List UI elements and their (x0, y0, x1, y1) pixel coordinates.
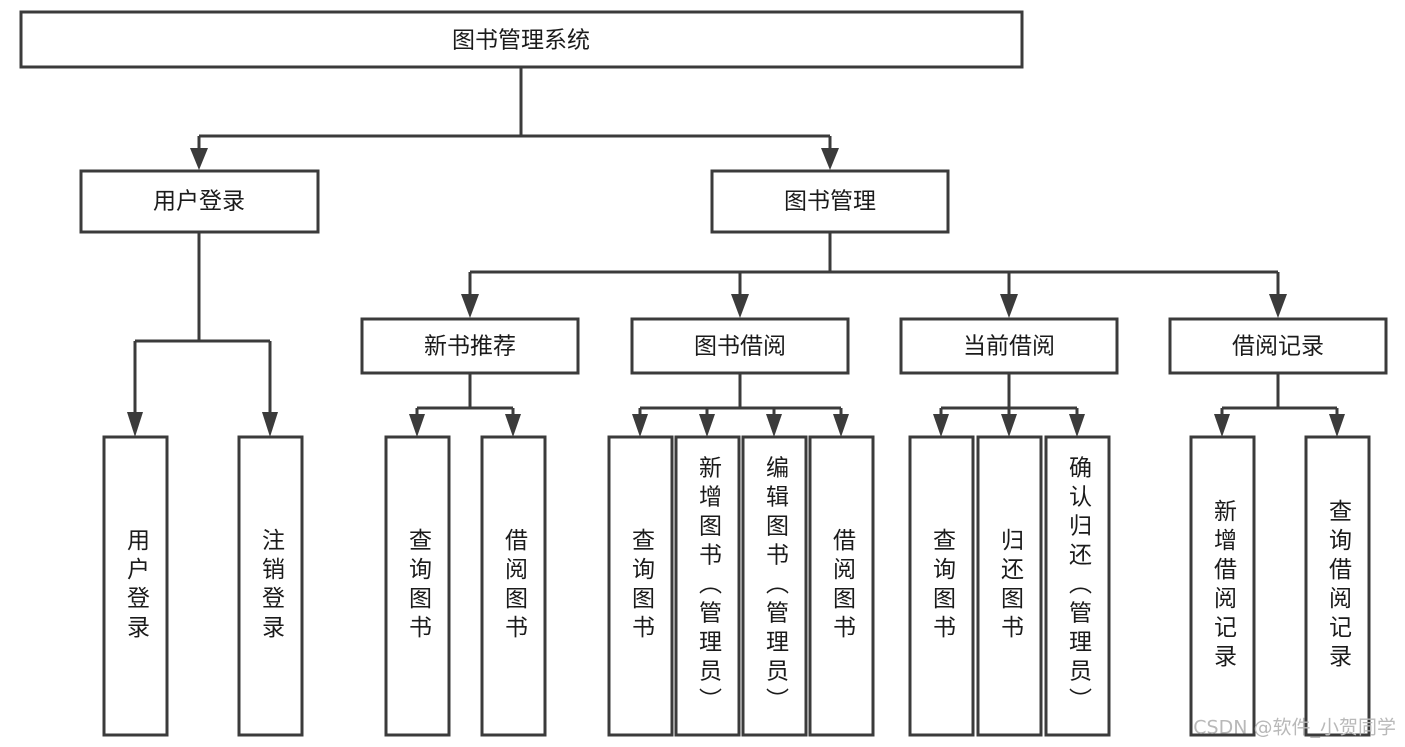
arrow-head-book-mgmt (821, 148, 839, 170)
arrow-head-leaf-add-book (699, 414, 715, 437)
node-book-mgmt-box[interactable] (710, 169, 950, 234)
node-user-login-box[interactable] (79, 169, 320, 234)
node-root-label: 图书管理系统 (452, 28, 590, 54)
arrow-head-leaf-borrow-book-1 (505, 414, 521, 437)
node-root[interactable]: 图书管理系统 (19, 10, 1024, 69)
leaf-query-record[interactable]: 查询借阅记录 (1304, 435, 1371, 737)
leaf-add-record[interactable]: 新增借阅记录 (1189, 435, 1256, 737)
arrow-head-current-borrow (1000, 294, 1018, 318)
node-borrow-record[interactable]: 借阅记录 (1168, 317, 1388, 375)
connector-group-user-login (127, 232, 278, 437)
node-current-borrow-label: 当前借阅 (963, 334, 1055, 360)
leaf-borrow-book-1[interactable]: 借阅图书 (480, 435, 547, 737)
leaf-borrow-book-2-box[interactable] (808, 435, 875, 737)
leaf-add-book-label: 新增图书（管理员） (695, 456, 723, 717)
arrow-head-leaf-query-record (1329, 414, 1345, 437)
leaf-query-record-label: 查询借阅记录 (1325, 499, 1353, 673)
connector-group-book-mgmt (461, 232, 1287, 318)
leaf-return-book-label: 归还图书 (997, 528, 1025, 644)
arrow-head-book-borrow (731, 294, 749, 318)
leaf-user-logout-box[interactable] (237, 435, 304, 737)
node-borrow-record-box[interactable] (1168, 317, 1388, 375)
connector-group-book-borrow (632, 373, 849, 437)
leaf-query-book-3-box[interactable] (908, 435, 975, 737)
arrow-head-leaf-query-book-2 (632, 414, 648, 437)
node-user-login-label: 用户登录 (153, 189, 245, 215)
node-book-borrow-box[interactable] (630, 317, 850, 375)
node-book-borrow[interactable]: 图书借阅 (630, 317, 850, 375)
leaf-user-login-label: 用户登录 (123, 528, 151, 644)
node-new-book-rec-box[interactable] (360, 317, 580, 375)
leaf-add-record-label: 新增借阅记录 (1210, 499, 1238, 673)
leaf-user-logout[interactable]: 注销登录 (237, 435, 304, 737)
leaf-edit-book-label: 编辑图书（管理员） (762, 456, 790, 717)
leaf-return-book-box[interactable] (976, 435, 1043, 737)
leaf-borrow-book-1-label: 借阅图书 (501, 528, 529, 644)
node-book-mgmt[interactable]: 图书管理 (710, 169, 950, 234)
node-book-mgmt-label: 图书管理 (784, 189, 876, 215)
leaf-query-book-2-label: 查询图书 (628, 528, 656, 644)
leaf-borrow-book-1-box[interactable] (480, 435, 547, 737)
leaf-user-login-box[interactable] (102, 435, 169, 737)
leaf-query-book-1-box[interactable] (384, 435, 451, 737)
arrow-head-leaf-confirm-return (1069, 414, 1085, 437)
arrow-head-leaf-user-login (127, 412, 143, 437)
leaf-borrow-book-2-label: 借阅图书 (829, 528, 857, 644)
leaf-edit-book-box[interactable] (741, 435, 808, 737)
leaf-query-book-3-label: 查询图书 (929, 528, 957, 644)
leaf-user-logout-label: 注销登录 (258, 528, 286, 644)
leaf-query-record-box[interactable] (1304, 435, 1371, 737)
leaf-query-book-2[interactable]: 查询图书 (607, 435, 674, 737)
leaf-add-book[interactable]: 新增图书（管理员） (674, 435, 741, 737)
node-current-borrow-box[interactable] (899, 317, 1119, 375)
arrow-head-user-login (190, 148, 208, 170)
arrow-head-new-book-rec (461, 294, 479, 318)
leaf-confirm-return-label: 确认归还（管理员） (1065, 456, 1093, 717)
arrow-head-leaf-query-book-1 (409, 414, 425, 437)
connector-group-borrow-record (1214, 373, 1345, 437)
leaf-user-login[interactable]: 用户登录 (102, 435, 169, 737)
connector-group-root (190, 67, 839, 170)
arrow-head-leaf-query-book-3 (933, 414, 949, 437)
arrow-head-leaf-return-book (1001, 414, 1017, 437)
leaf-add-record-box[interactable] (1189, 435, 1256, 737)
arrow-head-leaf-borrow-book-2 (833, 414, 849, 437)
node-current-borrow[interactable]: 当前借阅 (899, 317, 1119, 375)
node-book-borrow-label: 图书借阅 (694, 334, 786, 360)
node-borrow-record-label: 借阅记录 (1232, 334, 1324, 360)
leaf-query-book-1-label: 查询图书 (405, 528, 433, 644)
leaf-query-book-1[interactable]: 查询图书 (384, 435, 451, 737)
node-root-box[interactable] (19, 10, 1024, 69)
connector-group-current-borrow (933, 373, 1085, 437)
connector-group-new-book-rec (409, 373, 521, 437)
leaf-query-book-3[interactable]: 查询图书 (908, 435, 975, 737)
leaf-confirm-return-box[interactable] (1044, 435, 1111, 737)
arrow-head-leaf-add-record (1214, 414, 1230, 437)
leaf-borrow-book-2[interactable]: 借阅图书 (808, 435, 875, 737)
node-new-book-rec-label: 新书推荐 (424, 334, 516, 360)
leaf-return-book[interactable]: 归还图书 (976, 435, 1043, 737)
arrow-head-leaf-edit-book (766, 414, 782, 437)
csdn-watermark: CSDN @软件_小贺同学 (1193, 717, 1396, 739)
leaf-edit-book[interactable]: 编辑图书（管理员） (741, 435, 808, 737)
arrow-head-borrow-record (1269, 294, 1287, 318)
node-new-book-rec[interactable]: 新书推荐 (360, 317, 580, 375)
node-user-login[interactable]: 用户登录 (79, 169, 320, 234)
arrow-head-leaf-user-logout (262, 412, 278, 437)
leaf-add-book-box[interactable] (674, 435, 741, 737)
leaf-confirm-return[interactable]: 确认归还（管理员） (1044, 435, 1111, 737)
leaf-query-book-2-box[interactable] (607, 435, 674, 737)
